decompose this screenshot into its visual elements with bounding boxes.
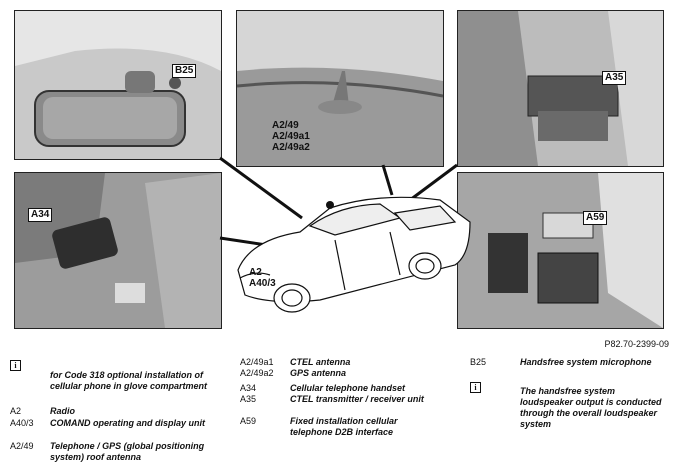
legend-note-text: for Code 318 optional installation of ce…: [50, 370, 208, 391]
label-a40-3-text: A40/3: [249, 278, 276, 289]
legend-column-3: B25 Handsfree system microphone i The ha…: [470, 357, 675, 437]
legend-key: A40/3: [10, 418, 34, 428]
callout-a34: A34: [28, 208, 53, 222]
legend-desc: CTEL antenna: [290, 357, 351, 367]
legend-desc: Radio: [50, 406, 76, 416]
photo-rearview-mirror: [14, 10, 222, 160]
trunk-illustration: [458, 11, 663, 166]
info-icon: i: [470, 382, 481, 393]
legend-key: A2/49: [10, 441, 34, 451]
roof-antenna-marker: [326, 201, 334, 209]
legend-key: A35: [240, 394, 257, 404]
callout-a35: A35: [602, 71, 627, 85]
interface-illustration: [458, 173, 663, 328]
legend-key: A59: [240, 416, 257, 426]
label-a2-49a1-text: A2/49a1: [272, 131, 310, 142]
label-a2-49: A2/49 A2/49a1 A2/49a2: [272, 120, 310, 153]
legend-desc: GPS antenna: [290, 368, 347, 378]
legend-note-row: i for Code 318 optional installation of …: [10, 360, 207, 391]
label-a2-49a2-text: A2/49a2: [272, 142, 310, 153]
legend-desc: Telephone / GPS (global positioning syst…: [50, 441, 205, 462]
legend-key: A2/49a2: [240, 368, 274, 378]
antenna-illustration: [237, 11, 443, 166]
legend-column-1: i for Code 318 optional installation of …: [10, 360, 225, 470]
photo-console-handset: [14, 172, 222, 329]
mirror-illustration: [15, 11, 221, 159]
legend-key: B25: [470, 357, 487, 367]
legend-key: A34: [240, 383, 257, 393]
legend-note-row: i The handsfree system loudspeaker outpu…: [470, 382, 662, 429]
label-a2-a40-3: A2 A40/3: [249, 267, 276, 289]
legend-note-text: The handsfree system loudspeaker output …: [520, 386, 662, 429]
legend-key: A2/49a1: [240, 357, 274, 367]
legend-desc: Fixed installation cellular telephone D2…: [290, 416, 398, 437]
info-icon: i: [10, 360, 21, 371]
callout-b25: B25: [172, 64, 197, 78]
legend-desc: CTEL transmitter / receiver unit: [290, 394, 424, 404]
photo-roof-antenna: [236, 10, 444, 167]
label-a2-text: A2: [249, 267, 262, 278]
console-illustration: [15, 173, 221, 328]
callout-a59: A59: [583, 211, 608, 225]
label-a2-49-text: A2/49: [272, 120, 299, 131]
legend-desc: COMAND operating and display unit: [50, 418, 206, 428]
photo-trunk-transceiver: [457, 10, 664, 167]
photo-d2b-interface: [457, 172, 664, 329]
legend-desc: Handsfree system microphone: [520, 357, 652, 367]
legend-desc: Cellular telephone handset: [290, 383, 406, 393]
legend-column-2: A2/49a1 CTEL antenna A2/49a2 GPS antenna…: [240, 357, 460, 457]
legend-key: A2: [10, 406, 22, 416]
figure-reference: P82.70-2399-09: [604, 339, 669, 349]
